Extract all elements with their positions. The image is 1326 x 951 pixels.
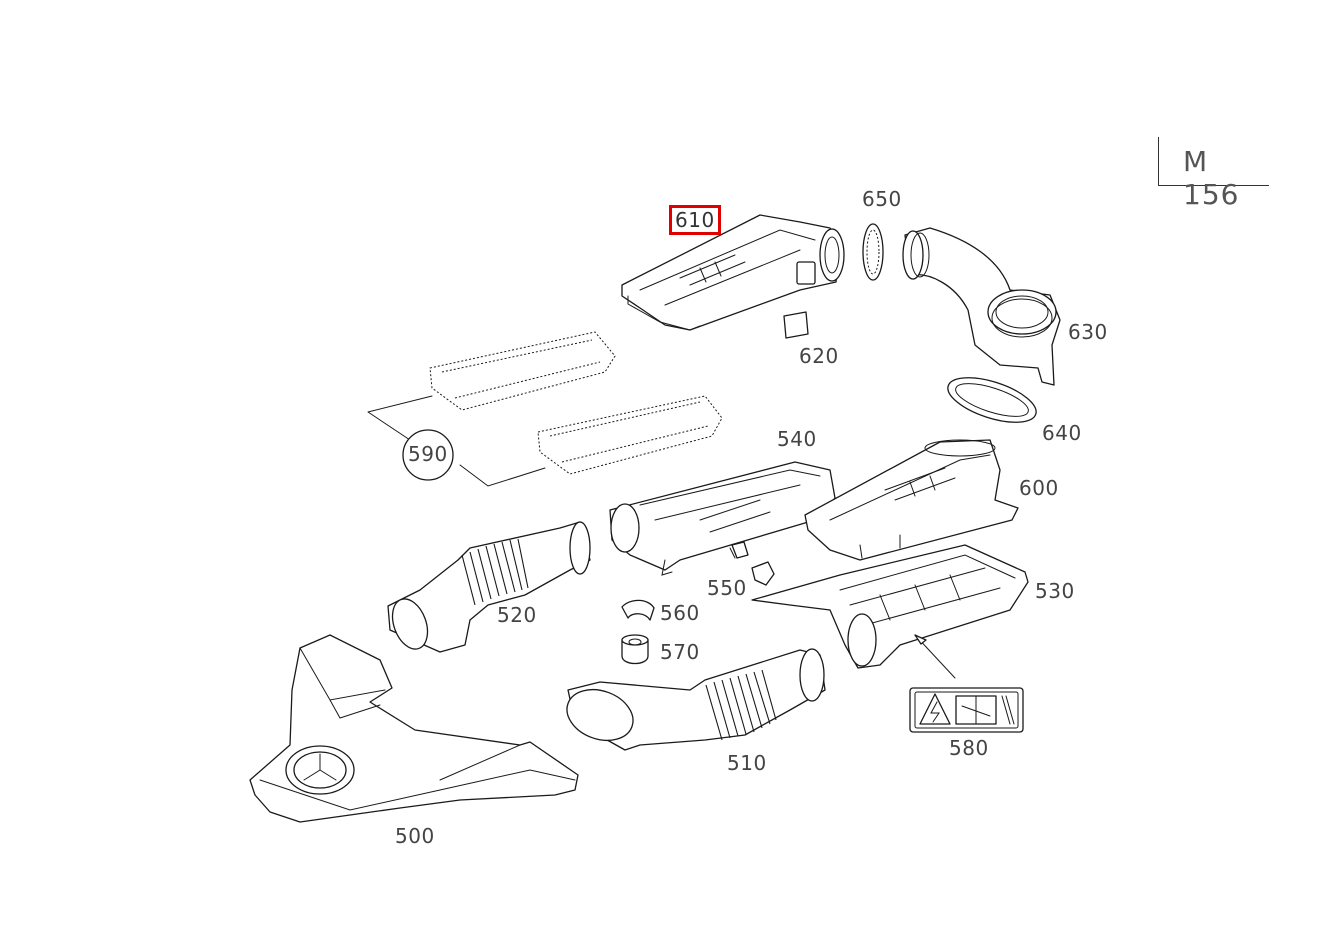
part-550-drawing[interactable] [731,541,775,586]
label-570[interactable]: 570 [660,640,700,664]
label-620[interactable]: 620 [799,344,839,368]
label-630[interactable]: 630 [1068,320,1108,344]
part-620-drawing[interactable] [783,311,809,339]
label-650[interactable]: 650 [862,187,902,211]
part-580-drawing[interactable] [909,687,1024,733]
label-540[interactable]: 540 [777,427,817,451]
part-510-drawing[interactable] [560,648,826,751]
part-540-drawing[interactable] [609,461,836,576]
part-530-drawing[interactable] [751,544,1029,679]
part-500-drawing[interactable] [249,634,579,823]
model-label: M 156 [1183,145,1240,211]
label-600[interactable]: 600 [1019,476,1059,500]
label-610[interactable]: 610 [669,205,721,235]
label-530[interactable]: 530 [1035,579,1075,603]
part-570-drawing[interactable] [621,634,649,665]
part-610-drawing[interactable] [621,214,845,331]
part-520-drawing[interactable] [386,521,591,654]
label-500[interactable]: 500 [395,824,435,848]
part-650-drawing[interactable] [862,223,884,281]
label-550[interactable]: 550 [707,576,747,600]
label-590[interactable]: 590 [408,442,448,466]
part-640-drawing[interactable] [943,369,1042,432]
part-590-drawing[interactable] [367,331,723,487]
label-640[interactable]: 640 [1042,421,1082,445]
model-tag: M 156 [1158,137,1269,211]
label-580[interactable]: 580 [949,736,989,760]
label-510[interactable]: 510 [727,751,767,775]
part-630-drawing[interactable] [902,227,1061,386]
label-520[interactable]: 520 [497,603,537,627]
part-600-drawing[interactable] [804,439,1019,561]
part-560-drawing[interactable] [621,599,655,621]
label-560[interactable]: 560 [660,601,700,625]
